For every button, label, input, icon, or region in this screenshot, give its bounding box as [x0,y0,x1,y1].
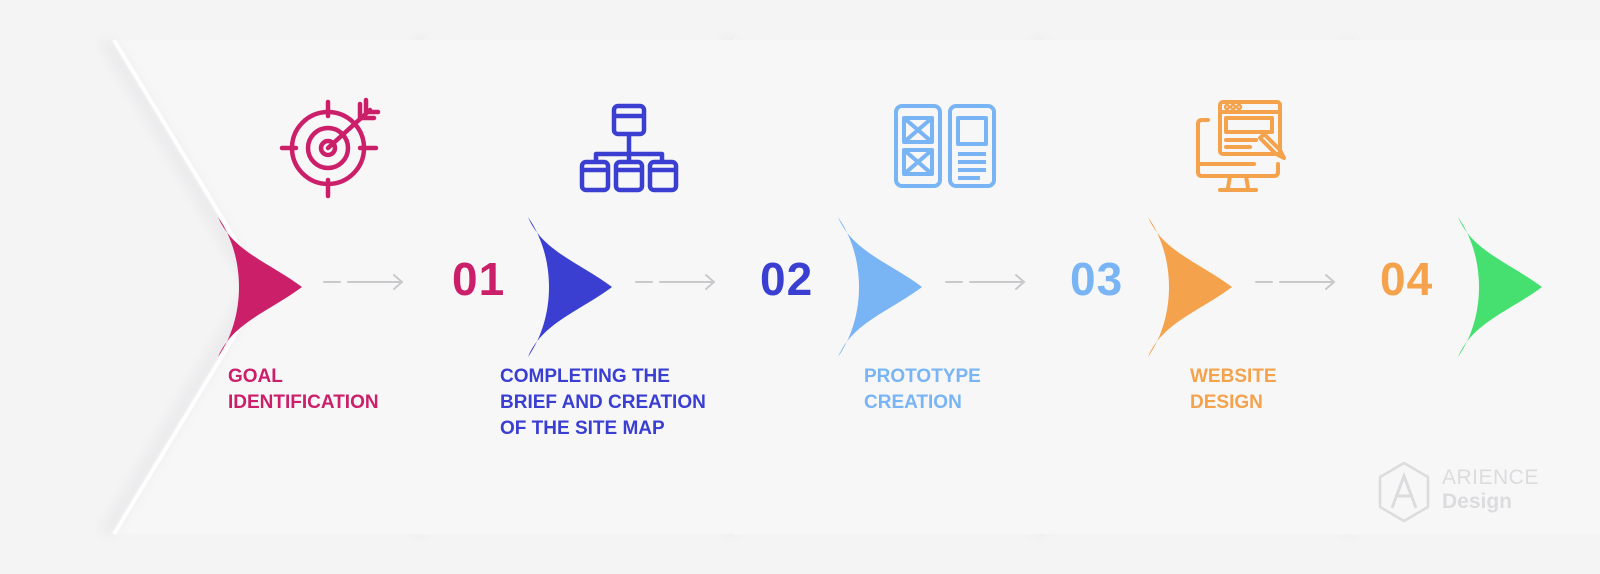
dashed-arrow-2 [635,274,716,290]
accent-tip-2 [528,217,612,357]
accent-tip-3 [838,217,922,357]
accent-tip-1 [218,217,302,357]
logo-text-arience: ARIENCE [1442,466,1539,489]
step-label-prototype: PROTOTYPE CREATION [864,366,981,413]
dashed-arrow-3 [945,274,1026,290]
dashed-arrow-1 [323,274,404,290]
target-arrow-icon [279,97,381,199]
chevron-band [100,36,1600,538]
step-number-04: 04 [1380,253,1434,305]
accent-tip-4 [1148,217,1232,357]
step-label-website-design: WEBSITE DESIGN [1190,366,1277,413]
step-label-brief: COMPLETING THE BRIEF AND CREATION OF THE… [500,366,706,439]
wireframe-icon [894,104,996,188]
accent-shapes [218,217,1542,357]
accent-tip-5 [1458,217,1542,357]
chevron-panel [110,40,570,534]
sitemap-icon [579,103,679,193]
arience-logo: ARIENCE Design [1376,460,1539,524]
chevron-panel [1350,40,1600,534]
dashed-arrow-4 [1255,274,1336,290]
step-number-03: 03 [1070,253,1124,305]
step-number-02: 02 [760,253,814,305]
hexagon-logo-icon [1378,461,1430,523]
logo-text-design: Design [1442,490,1513,513]
step-label-goal: GOAL IDENTIFICATION [228,366,379,413]
step-number-01: 01 [452,253,506,305]
web-design-monitor-icon [1196,100,1286,192]
